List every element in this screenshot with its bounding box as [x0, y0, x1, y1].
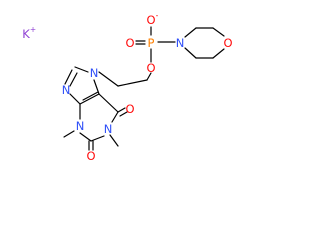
bond-n7-ch2 — [98, 71, 119, 87]
phosphorus-label: P — [148, 36, 155, 50]
bond-ch2-ch2 — [117, 79, 148, 87]
bond-c4-c5 — [79, 93, 100, 105]
structure-canvas: K + O - O P N O O N N N N O O — [22, 11, 232, 163]
bond-ch2-oester — [146, 72, 152, 81]
oxygen-anion-charge: - — [156, 11, 159, 20]
molecule-drawing: K + O - O P N O O N N N N O O — [22, 11, 232, 163]
bond-c6-o6 — [117, 107, 126, 113]
bond-c-o-top — [212, 27, 225, 37]
morpholine-oxygen-label: O — [223, 36, 232, 50]
phosphoryl-oxygen-label: O — [125, 36, 134, 50]
bond-c-n-bottom — [184, 47, 197, 59]
morpholine-nitrogen-label: N — [176, 36, 185, 50]
bond-n9-c4 — [69, 93, 81, 105]
bond-n1-methyl — [109, 134, 119, 147]
potassium-charge: + — [30, 25, 36, 34]
bonds — [63, 26, 225, 151]
bond-n1-c6 — [111, 111, 119, 123]
n1-label: N — [104, 122, 113, 136]
bond-n-c-up — [184, 27, 197, 38]
bond-o-c-bottom — [212, 48, 225, 59]
potassium-label: K — [22, 27, 30, 41]
bond-c6-o6-double — [119, 111, 128, 117]
bond-c6-c5 — [98, 93, 119, 113]
bond-c8-n9 — [64, 69, 73, 85]
ester-oxygen-label: O — [146, 61, 155, 75]
bond-n3-c2 — [79, 132, 92, 142]
o2-label: O — [86, 149, 95, 163]
n7-label: N — [90, 66, 99, 80]
bond-n3-methyl — [63, 130, 75, 138]
bond-c8-n9-double — [69, 72, 78, 87]
oxygen-anion-label: O — [146, 13, 155, 27]
bond-c2-n1 — [90, 135, 105, 142]
bond-c4-c5-double — [82, 91, 99, 101]
bond-c8-n7 — [74, 66, 89, 73]
atom-labels: K + O - O P N O O N N N N O O — [22, 11, 232, 163]
n9-label: N — [62, 83, 71, 97]
n3-label: N — [76, 119, 85, 133]
o6-label: O — [125, 102, 134, 116]
